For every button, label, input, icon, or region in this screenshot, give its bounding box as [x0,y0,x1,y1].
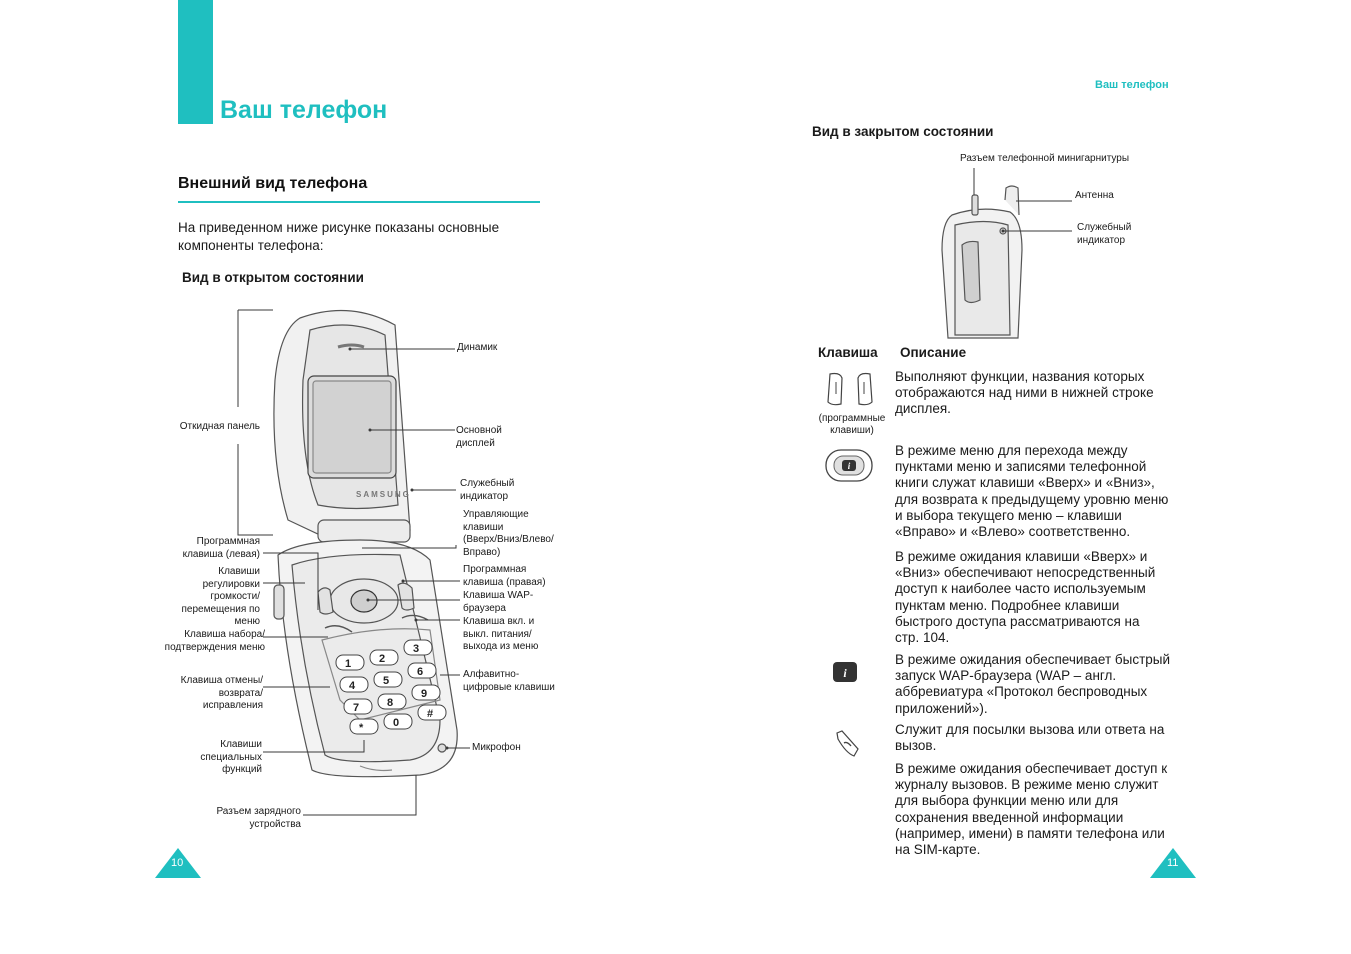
table-header-description: Описание [900,345,966,360]
row-nav-idle-description: В режиме ожидания клавиши «Вверх» и«Вниз… [895,549,1180,646]
label-headset: Разъем телефонной минигарнитуры [960,153,1129,166]
table-header-key: Клавиша [818,345,878,360]
nav-key-icon: i [825,449,873,483]
soft-keys-icon [824,372,876,408]
page-number-right: 11 [1167,857,1178,869]
send-key-icon [834,729,862,759]
wap-key-icon: i [832,661,858,683]
label-antenna: Антенна [1075,190,1114,203]
